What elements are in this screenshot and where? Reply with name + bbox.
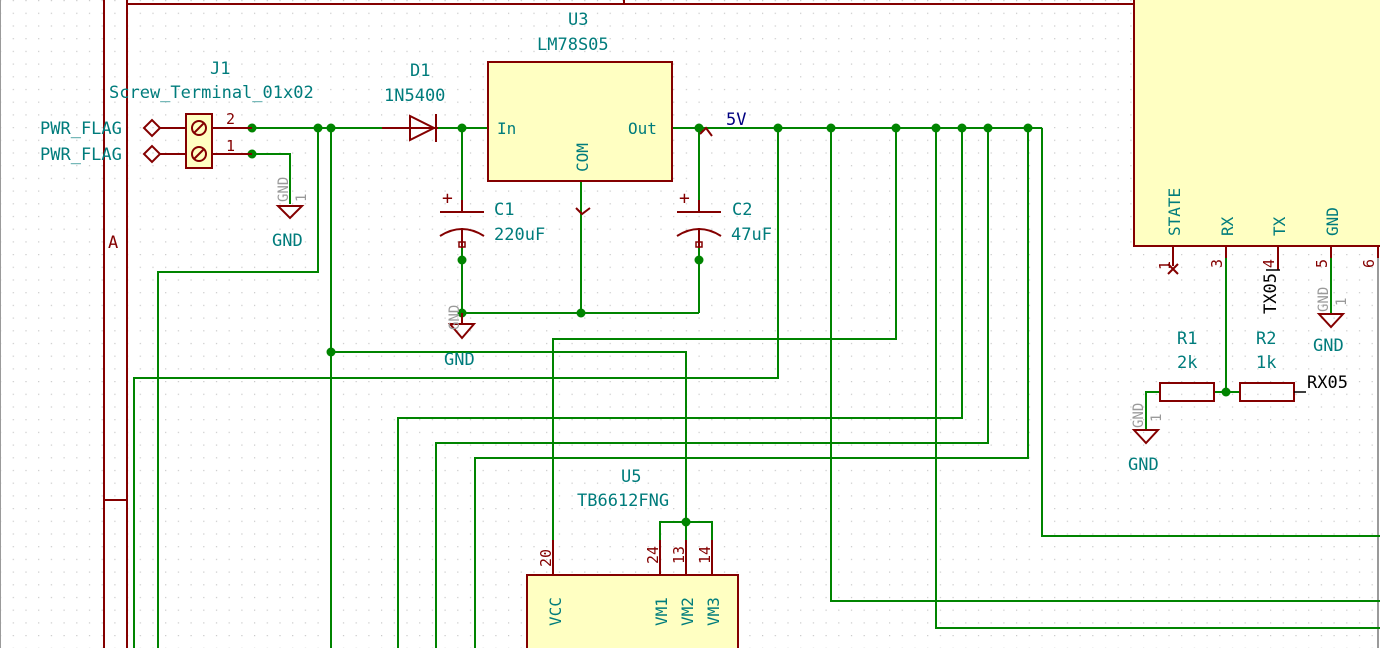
j1-screw-terminal[interactable] xyxy=(185,113,252,169)
gnd-symbol-4[interactable] xyxy=(1131,429,1161,445)
u5-value: TB6612FNG xyxy=(577,491,669,511)
u3-pin-in: In xyxy=(497,119,516,138)
bt-pin-state-name: STATE xyxy=(1165,188,1184,236)
gnd-hidden-pin-1: 1 xyxy=(294,194,310,202)
j1-value: Screw_Terminal_01x02 xyxy=(109,83,314,103)
u5-pin-vcc-number: 20 xyxy=(537,549,555,567)
gnd-label-3: GND xyxy=(1313,336,1344,356)
gnd-label-4: GND xyxy=(1128,455,1159,475)
gnd-label-2: GND xyxy=(444,350,475,370)
bt-pin-rx-number: 3 xyxy=(1208,259,1226,268)
r1-reference: R1 xyxy=(1177,329,1197,349)
bt-pin-6-number: 6 xyxy=(1360,259,1378,268)
gnd-symbol-2[interactable] xyxy=(447,313,477,340)
bt-pin-gnd-number: 5 xyxy=(1313,259,1331,268)
j1-reference: J1 xyxy=(210,59,230,79)
u5-reference: U5 xyxy=(621,467,641,487)
sheet-zone-letter: A xyxy=(108,233,118,253)
c1-value: 220uF xyxy=(494,225,545,245)
bt-state-no-connect-marker xyxy=(1167,263,1179,275)
u5-pin-vm3-name: VM3 xyxy=(704,597,723,626)
bt-pin-state-number: 1 xyxy=(1156,261,1174,270)
r2-resistor[interactable] xyxy=(1239,382,1306,402)
d1-reference: D1 xyxy=(410,61,430,81)
u3-pin-com: COM xyxy=(573,143,592,172)
c1-polarity: + xyxy=(442,188,453,209)
u3-no-connect-markers xyxy=(575,126,713,216)
d1-value: 1N5400 xyxy=(384,86,445,106)
c1-capacitor[interactable] xyxy=(439,200,485,248)
u5-pin-vcc-name: VCC xyxy=(546,597,565,626)
u3-pin-out: Out xyxy=(628,119,657,138)
bt-pin-tx-number: 4 xyxy=(1260,259,1278,268)
c1-reference: C1 xyxy=(494,200,514,220)
c2-polarity: + xyxy=(679,188,690,209)
u5-pin-vm2-number: 13 xyxy=(670,546,688,564)
bt-module[interactable] xyxy=(1133,0,1380,270)
pwr-flag-label-2: PWR_FLAG xyxy=(40,145,122,165)
u3-reference: U3 xyxy=(568,10,588,30)
gnd-symbol-3[interactable] xyxy=(1316,313,1346,329)
u5-pin-vm1-name: VM1 xyxy=(652,597,671,626)
wires xyxy=(133,127,1380,648)
u5-pin-vm2-name: VM2 xyxy=(678,597,697,626)
r2-value: 1k xyxy=(1256,353,1276,373)
net-label-tx05: TX05 xyxy=(1261,273,1281,314)
bt-pin-tx-name: TX xyxy=(1270,216,1289,236)
u5-pin-vm1-number: 24 xyxy=(644,546,662,564)
u3-value: LM78S05 xyxy=(537,35,609,55)
gnd-hidden-pin-3: 1 xyxy=(1334,298,1350,306)
net-label-rx05: RX05 xyxy=(1307,373,1348,393)
c2-reference: C2 xyxy=(732,200,752,220)
bt-pin-gnd-name: GND xyxy=(1323,207,1342,236)
c2-capacitor[interactable] xyxy=(676,200,722,248)
r2-reference: R2 xyxy=(1256,329,1276,349)
gnd-hidden-label-3: GND xyxy=(1316,287,1332,312)
j1-pin-2-number: 2 xyxy=(226,110,235,128)
j1-pin-1-number: 1 xyxy=(226,137,235,155)
c2-value: 47uF xyxy=(731,225,772,245)
pwr-flag-symbol-1[interactable] xyxy=(142,118,186,138)
u5-motor-driver[interactable] xyxy=(526,540,739,648)
u5-pin-vm3-number: 14 xyxy=(696,546,714,564)
d1-diode[interactable] xyxy=(382,114,438,142)
gnd-hidden-pin-4: 1 xyxy=(1149,414,1165,422)
gnd-hidden-label-1: GND xyxy=(276,177,292,202)
pwr-flag-symbol-2[interactable] xyxy=(142,144,186,164)
r1-resistor[interactable] xyxy=(1159,382,1215,402)
net-label-5v: 5V xyxy=(726,110,746,130)
bt-pin-rx-name: RX xyxy=(1218,216,1237,236)
gnd-label-1: GND xyxy=(272,231,303,251)
r1-value: 2k xyxy=(1177,353,1197,373)
gnd-hidden-label-4: GND xyxy=(1131,403,1147,428)
pwr-flag-label-1: PWR_FLAG xyxy=(40,119,122,139)
gnd-hidden-label-2: GND xyxy=(447,305,463,330)
gnd-symbol-1[interactable] xyxy=(275,205,305,220)
u3-regulator[interactable] xyxy=(487,61,673,182)
